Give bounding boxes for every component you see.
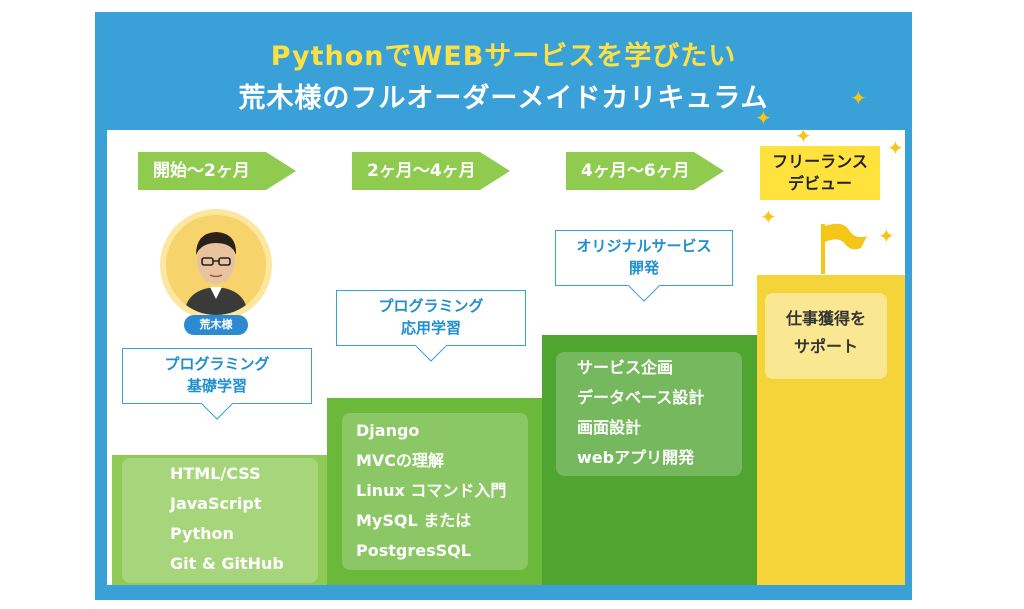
list-item: Python	[170, 524, 234, 543]
step-4-block	[757, 275, 905, 585]
callout-applied-learning: プログラミング 応用学習	[336, 290, 526, 346]
service-dev-list: サービス企画 データベース設計 画面設計 webアプリ開発	[556, 352, 742, 476]
list-item: Linux コマンド入門	[356, 481, 507, 500]
list-item: Django	[356, 421, 420, 440]
basic-skills-list: HTML/CSS JavaScript Python Git & GitHub	[122, 458, 318, 583]
sparkle-icon: ✦	[795, 124, 812, 148]
callout-basic-learning: プログラミング 基礎学習	[122, 348, 312, 404]
list-item: サービス企画	[577, 358, 674, 377]
list-item: データベース設計	[577, 388, 705, 407]
avatar	[166, 215, 266, 315]
freelance-debut-badge: フリーランス デビュー	[760, 146, 880, 200]
title-line-2: 荒木様のフルオーダーメイドカリキュラム	[238, 83, 769, 114]
sparkle-icon: ✦	[887, 136, 904, 160]
avatar-name-tag: 荒木様	[184, 315, 248, 335]
applied-skills-list: Django MVCの理解 Linux コマンド入門 MySQL または Pos…	[342, 413, 528, 570]
person-portrait-icon	[166, 215, 266, 315]
title-line-1: PythonでWEBサービスを学びたい	[270, 41, 737, 72]
sparkle-icon: ✦	[850, 86, 867, 110]
goal-flag-icon	[821, 223, 867, 274]
job-support-text: 仕事獲得を サポート	[765, 293, 887, 379]
list-item: MySQL または	[356, 511, 472, 530]
phase-arrow-3: 4ヶ月〜6ヶ月	[566, 152, 724, 190]
phase-arrow-2: 2ヶ月〜4ヶ月	[352, 152, 510, 190]
sparkle-icon: ✦	[760, 205, 777, 229]
list-item: webアプリ開発	[577, 448, 695, 467]
phase-arrow-1: 開始〜2ヶ月	[138, 152, 296, 190]
sparkle-icon: ✦	[755, 106, 772, 130]
list-item: MVCの理解	[356, 451, 445, 470]
step-3-block	[542, 335, 757, 585]
list-item: Git & GitHub	[170, 554, 284, 573]
callout-original-service: オリジナルサービス 開発	[555, 230, 733, 286]
step-1-block	[112, 455, 327, 585]
list-item: JavaScript	[170, 494, 262, 513]
step-2-block	[327, 398, 542, 585]
list-item: PostgresSQL	[356, 541, 471, 560]
list-item: 画面設計	[577, 418, 642, 437]
list-item: HTML/CSS	[170, 464, 261, 483]
sparkle-icon: ✦	[878, 224, 895, 248]
